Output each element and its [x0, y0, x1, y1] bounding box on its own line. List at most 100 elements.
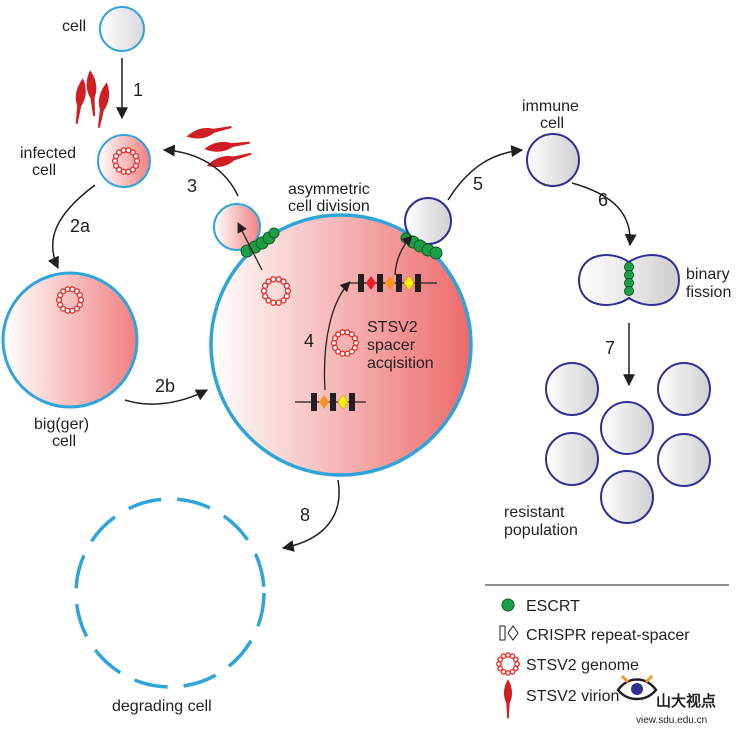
degrading-cell — [74, 497, 266, 689]
genome-bead — [351, 344, 359, 351]
resistant-label-2: population — [504, 522, 578, 539]
legend-virion: STSV2 virion — [526, 688, 619, 705]
genome-bead — [125, 168, 132, 175]
genome-bead — [331, 344, 339, 351]
step-2b-label: 2b — [155, 376, 175, 396]
genome-bead — [283, 282, 291, 289]
genome-bead — [270, 299, 277, 306]
genome-bead — [497, 656, 504, 663]
binary-label-1: binary — [686, 266, 730, 283]
viral-genome-bigger — [55, 286, 85, 314]
step-8-label: 8 — [300, 505, 310, 525]
step-1-label: 1 — [133, 80, 143, 100]
bigger-cell — [1, 271, 139, 409]
viral-genome-spacer — [330, 329, 360, 357]
genome-bead — [500, 653, 507, 660]
genome-bead — [280, 297, 287, 304]
resistant-population-cells — [545, 362, 711, 524]
watermark-logo-icon — [616, 674, 658, 701]
genome-bead — [270, 276, 277, 283]
genome-bead — [69, 307, 76, 314]
genome-bead — [283, 293, 291, 300]
immune-label-2: cell — [540, 115, 564, 132]
bigger-label-2: cell — [52, 433, 76, 450]
viral-genome-ring-icon — [496, 652, 520, 676]
genome-bead — [497, 665, 504, 672]
genome-bead — [351, 335, 359, 342]
infected-label-2: cell — [32, 162, 56, 179]
infected-label-1: infected — [20, 145, 76, 162]
genome-bead — [505, 652, 511, 658]
genome-bead — [56, 292, 64, 299]
genome-bead — [116, 166, 123, 173]
spacer-label-2: spacer — [367, 337, 416, 354]
viral-genome-infected — [111, 147, 141, 175]
legend: ESCRT CRISPR repeat-spacer STSV2 genome … — [496, 598, 690, 719]
genome-bead — [500, 668, 507, 675]
genome-bead — [280, 278, 287, 285]
step-6-label: 6 — [598, 190, 608, 210]
genome-bead — [265, 278, 272, 285]
genome-bead — [348, 331, 355, 338]
legend-genome: STSV2 genome — [526, 657, 639, 674]
crispr-repeat-spacer-icon — [499, 625, 519, 641]
asymmetric-label-1: asymmetric — [288, 181, 370, 198]
asymmetric-label-2: cell division — [288, 198, 370, 215]
genome-bead — [335, 348, 342, 355]
watermark-text: 山大视点 — [656, 692, 716, 710]
escrt-dot-icon — [501, 598, 515, 612]
genome-bead — [112, 153, 120, 160]
genome-bead — [512, 656, 519, 663]
arrow-step-6 — [571, 182, 637, 247]
arrow-step-5 — [447, 145, 524, 201]
genome-bead — [260, 287, 268, 295]
genome-bead — [275, 299, 282, 306]
watermark-url: view.sdu.edu.cn — [636, 715, 707, 726]
genome-bead — [275, 276, 282, 283]
genome-bead — [284, 287, 292, 295]
arrow-step-3 — [162, 144, 239, 197]
genome-bead — [330, 339, 338, 347]
binary-label-2: fission — [686, 284, 731, 301]
spacer-label-3: acqisition — [367, 355, 434, 372]
genome-bead — [76, 292, 84, 299]
genome-bead — [132, 153, 140, 160]
crispr-array-expanded — [350, 274, 437, 292]
genome-bead — [132, 162, 140, 169]
genome-bead — [64, 286, 71, 293]
genome-bead — [112, 162, 120, 169]
genome-bead — [512, 665, 519, 672]
viral-genome-dividing — [260, 276, 292, 306]
genome-bead — [56, 301, 64, 308]
step-5-label: 5 — [473, 174, 483, 194]
genome-bead — [133, 157, 141, 165]
genome-bead — [352, 339, 360, 347]
arrow-step-2a — [48, 184, 96, 270]
genome-bead — [331, 335, 339, 342]
virions-cluster-1 — [71, 69, 112, 129]
genome-bead — [73, 288, 80, 295]
step-7-label: 7 — [605, 338, 615, 358]
genome-bead — [509, 668, 516, 675]
genome-bead — [111, 157, 119, 165]
genome-bead — [509, 653, 516, 660]
genome-bead — [265, 297, 272, 304]
genome-bead — [505, 670, 511, 676]
genome-bead — [496, 661, 502, 667]
step-2a-label: 2a — [70, 216, 91, 236]
genome-bead — [120, 147, 127, 154]
infected-cell — [97, 134, 151, 188]
step-3-label: 3 — [187, 176, 197, 196]
arrow-genome-to-bud — [237, 222, 263, 271]
arrow-step-4 — [323, 281, 351, 391]
arrow-step-8 — [281, 479, 340, 552]
arrow-crispr-to-bud — [394, 235, 413, 276]
spacer-label-1: STSV2 — [367, 319, 418, 336]
genome-bead — [261, 293, 269, 300]
resistant-label-1: resistant — [504, 504, 565, 521]
virions-released — [185, 122, 253, 171]
watermark: 山大视点 view.sdu.edu.cn — [616, 674, 716, 726]
infected-daughter-bud — [213, 203, 261, 251]
crispr-array-original — [295, 393, 366, 411]
